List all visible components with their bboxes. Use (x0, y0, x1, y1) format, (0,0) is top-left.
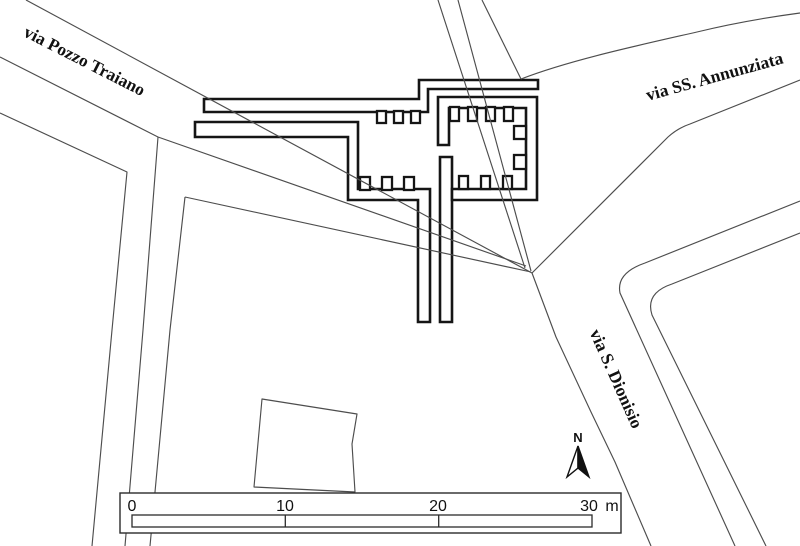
street-edge-dionisio-upper-1 (437, 0, 526, 269)
street-label-pozzo-traiano: via Pozzo Traiano (21, 21, 149, 100)
north-label: N (573, 430, 582, 445)
crenellation-tooth (409, 109, 422, 125)
street-edge-annunziata-south (531, 79, 800, 274)
crenellation-tooth (466, 105, 479, 123)
crenellation-tooth (457, 174, 470, 191)
building-outline (253, 398, 358, 493)
street-edge-corner-block-outer (618, 200, 800, 546)
street-edge-dionisio-west (531, 272, 652, 546)
north-arrow-right-half (577, 445, 591, 480)
scale-bar: 0 10 20 30 m (119, 492, 622, 534)
excavation-wall-north-corridor (202, 78, 540, 114)
crenellation-tooth (512, 153, 528, 171)
crenellation-tooth (375, 109, 388, 125)
excavation-wall-south-corridor (193, 120, 432, 324)
scale-tick-30: 30 (580, 498, 598, 515)
crenellation-tooth (502, 105, 515, 123)
north-arrow-left-half (565, 445, 579, 480)
street-edge-corner-block-inner (650, 232, 800, 546)
street-edge-central-block-top (184, 196, 532, 273)
crenellation-tooth (448, 105, 461, 123)
street-edge-dionisio-upper-3 (481, 0, 522, 80)
crenellation-tooth (392, 109, 405, 125)
crenellation-tooth (479, 174, 492, 191)
street-edge-pozzo-traiano-north (25, 0, 533, 274)
street-edge-lane-west (124, 136, 159, 546)
street-edge-dionisio-upper-2 (457, 0, 532, 272)
street-edge-annunziata-north (520, 12, 800, 80)
excavation-plan (193, 78, 540, 324)
crenellation-tooth (512, 124, 528, 141)
crenellation-tooth (402, 175, 416, 192)
street-label-s-dionisio: via S. Dionisio (586, 326, 648, 432)
street-edge-lane-east (149, 196, 186, 546)
scale-bar-rule (131, 514, 593, 528)
scale-unit-label: m (605, 498, 618, 515)
street-labels: via Pozzo Traiano via SS. Annunziata via… (21, 21, 786, 431)
north-arrow-icon: N (565, 430, 591, 480)
street-edge-west-block (0, 112, 128, 546)
excavation-wall-room (436, 95, 539, 202)
scale-tick-20: 20 (429, 498, 447, 515)
excavation-wall-channel-east (438, 155, 454, 324)
crenellation-tooth (380, 175, 394, 192)
scale-tick-10: 10 (276, 498, 294, 515)
street-label-ss-annunziata: via SS. Annunziata (644, 48, 786, 105)
scale-tick-0: 0 (128, 498, 137, 515)
